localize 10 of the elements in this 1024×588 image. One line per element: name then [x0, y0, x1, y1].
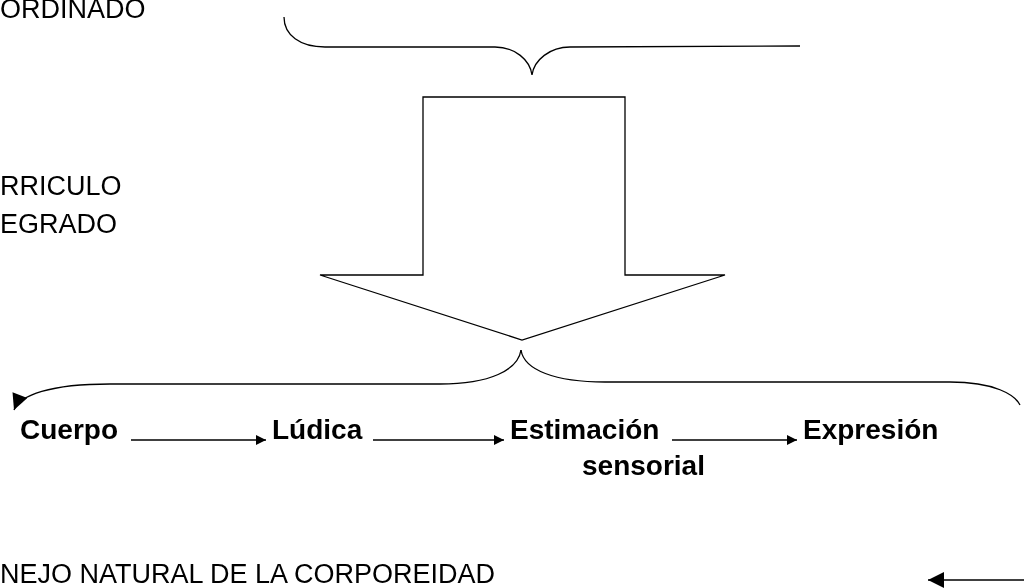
- arrow: [671, 435, 798, 445]
- node-label: Cuerpo: [20, 412, 124, 448]
- text-label: RRICULO EGRADO: [0, 170, 123, 241]
- arrow: [130, 435, 267, 445]
- text-label: ORDINADO: [0, 0, 147, 26]
- arrow: [372, 435, 505, 445]
- node-label: Expresión: [803, 412, 945, 448]
- text-label: NEJO NATURAL DE LA CORPOREIDAD: [0, 558, 497, 588]
- node-label: Estimación sensorial: [510, 412, 716, 484]
- node-label: Lúdica: [272, 412, 366, 448]
